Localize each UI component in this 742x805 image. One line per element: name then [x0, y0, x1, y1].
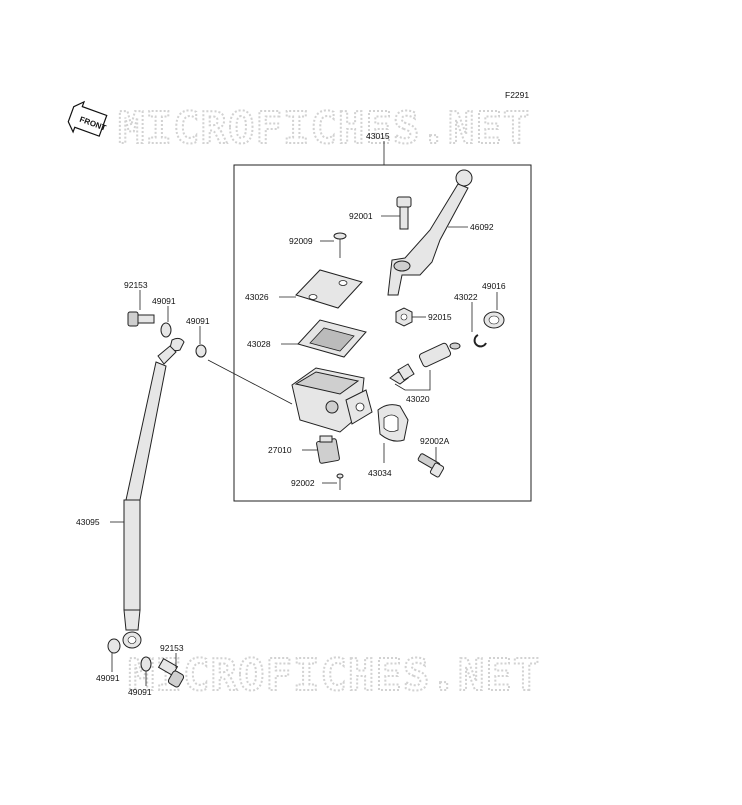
label-92153-top: 92153 — [124, 280, 148, 290]
bolt-92002A — [417, 453, 445, 478]
label-92002A: 92002A — [420, 436, 450, 446]
label-49091-top1: 49091 — [152, 296, 176, 306]
clamp-43034 — [377, 404, 409, 442]
washer-49091-top2 — [195, 344, 207, 358]
figure-code: F2291 — [505, 90, 529, 100]
washer-49091-top1 — [160, 322, 172, 338]
cover-43026 — [295, 269, 363, 309]
bolt-92001 — [396, 196, 412, 230]
banjo-bolt-92153-bottom — [157, 657, 185, 688]
master-cylinder-body — [291, 367, 373, 433]
label-43034: 43034 — [368, 468, 392, 478]
label-43022: 43022 — [454, 292, 478, 302]
label-49091-bottom2: 49091 — [128, 687, 152, 697]
banjo-bolt-92153-top — [127, 311, 155, 327]
label-46092: 46092 — [470, 222, 494, 232]
switch-27010 — [316, 435, 340, 464]
front-arrow-icon: FRONT — [67, 100, 108, 137]
lever-46092 — [387, 169, 473, 296]
label-49091-top2: 49091 — [186, 316, 210, 326]
label-49016: 49016 — [482, 281, 506, 291]
label-43015: 43015 — [366, 131, 390, 141]
label-92001: 92001 — [349, 211, 373, 221]
label-92153-bottom: 92153 — [160, 643, 184, 653]
leader-hose-to-body — [207, 359, 293, 405]
washer-49091-bottom1 — [107, 638, 121, 654]
label-27010: 27010 — [268, 445, 292, 455]
boot-49016 — [483, 311, 505, 329]
nut-92015 — [395, 307, 413, 327]
label-92002: 92002 — [291, 478, 315, 488]
circlip-43022 — [473, 334, 487, 348]
screw-92002 — [336, 473, 344, 490]
washer-49091-bottom2 — [140, 656, 152, 672]
watermark-bottom: MICROFICHES.NET — [128, 650, 540, 701]
label-49091-bottom1: 49091 — [96, 673, 120, 683]
label-92009: 92009 — [289, 236, 313, 246]
watermark-top: MICROFICHES.NET — [118, 103, 530, 154]
screw-92009 — [333, 232, 347, 258]
diaphragm-43028 — [297, 319, 367, 358]
brake-hose-43095 — [122, 337, 185, 649]
label-43095: 43095 — [76, 517, 100, 527]
piston-kit-43020 — [389, 342, 461, 385]
label-43020: 43020 — [406, 394, 430, 404]
label-43028: 43028 — [247, 339, 271, 349]
label-43026: 43026 — [245, 292, 269, 302]
assembly-box — [233, 164, 532, 502]
label-92015: 92015 — [428, 312, 452, 322]
